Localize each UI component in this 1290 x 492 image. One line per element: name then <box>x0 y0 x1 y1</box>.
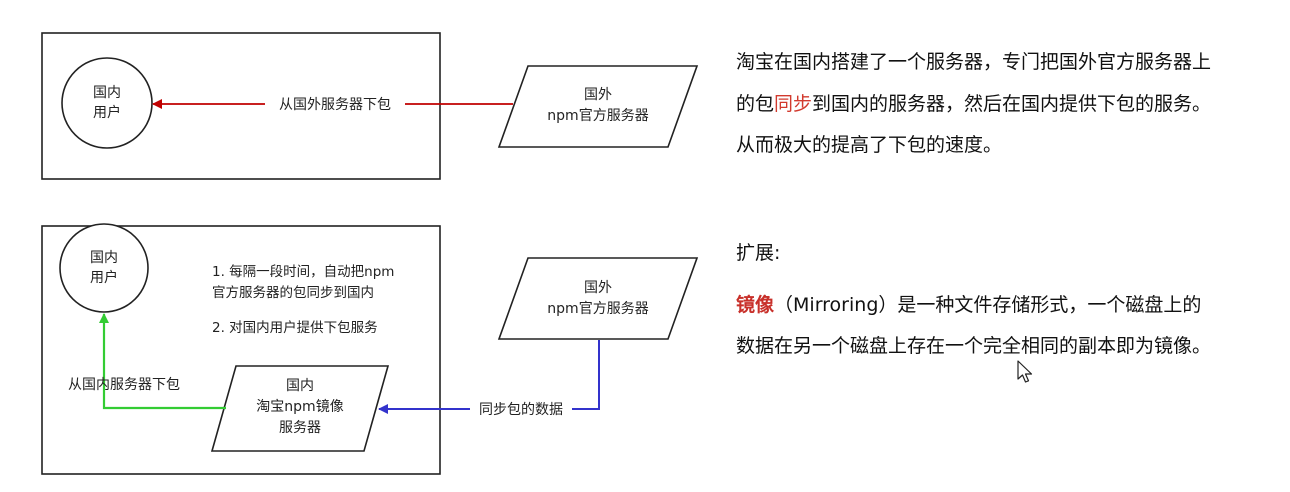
para2-line1: 镜像（Mirroring）是一种文件存储形式，一个磁盘上的 <box>736 290 1201 320</box>
para2-line2: 数据在另一个磁盘上存在一个完全相同的副本即为镜像。 <box>736 335 1212 357</box>
top-user-node <box>61 57 153 149</box>
top-diagram: 国内 用户 国外 npm官方服务器 从国外服务器下包 <box>41 32 699 180</box>
mirror-label-3: 服务器 <box>279 420 321 436</box>
mirror-label-2: 淘宝npm镜像 <box>256 399 343 415</box>
para1-line2-post: 到国内的服务器，然后在国内提供下包的服务。 <box>812 93 1212 115</box>
top-foreign-label-2: npm官方服务器 <box>547 108 648 124</box>
para1-line2-pre: 的包 <box>736 93 775 115</box>
bottom-download-label: 从国内服务器下包 <box>68 377 180 393</box>
mirror-diagram: 国内 用户 国外 npm官方服务器 从国外服务器下包 国内 用户 1. 每隔一段… <box>41 32 699 475</box>
top-user-label-2: 用户 <box>93 104 121 121</box>
top-user-label-1: 国内 <box>93 85 121 101</box>
para1-highlight-sync: 同步 <box>774 93 813 115</box>
extension-heading: 扩展: <box>736 242 781 264</box>
note-1-line-2: 官方服务器的包同步到国内 <box>212 285 374 301</box>
top-frame <box>41 32 441 180</box>
top-foreign-server-node <box>497 65 699 148</box>
note-1-line-1: 1. 每隔一段时间，自动把npm <box>212 264 394 280</box>
top-download-label: 从国外服务器下包 <box>279 97 391 113</box>
sync-label-bg <box>470 399 572 419</box>
bottom-frame <box>41 225 441 475</box>
para1-line3: 从而极大的提高了下包的速度。 <box>736 134 1003 156</box>
blue-sync-arrow <box>378 340 600 414</box>
bottom-foreign-label-2: npm官方服务器 <box>547 301 648 317</box>
bottom-foreign-server-node <box>497 257 699 340</box>
mouse-cursor-icon <box>1017 360 1033 383</box>
mirror-server-node <box>210 365 390 452</box>
top-download-label-bg <box>265 94 405 114</box>
mirror-label-1: 国内 <box>286 378 314 394</box>
para2-line1-rest: （Mirroring）是一种文件存储形式，一个磁盘上的 <box>774 294 1202 316</box>
top-foreign-label-1: 国外 <box>584 87 612 103</box>
para1-line1: 淘宝在国内搭建了一个服务器，专门把国外官方服务器上 <box>736 51 1212 73</box>
green-download-arrow <box>99 313 226 410</box>
bottom-user-label-2: 用户 <box>90 269 118 286</box>
bottom-diagram: 国内 用户 1. 每隔一段时间，自动把npm 官方服务器的包同步到国内 2. 对… <box>41 223 699 475</box>
mirror-term: 镜像 <box>736 294 775 316</box>
note-2: 2. 对国内用户提供下包服务 <box>212 319 378 336</box>
bottom-foreign-label-1: 国外 <box>584 280 612 296</box>
bottom-user-label-1: 国内 <box>90 250 118 266</box>
para1-line2: 的包同步到国内的服务器，然后在国内提供下包的服务。 <box>736 89 1211 119</box>
sync-label: 同步包的数据 <box>479 402 563 418</box>
bottom-user-node <box>59 223 149 313</box>
